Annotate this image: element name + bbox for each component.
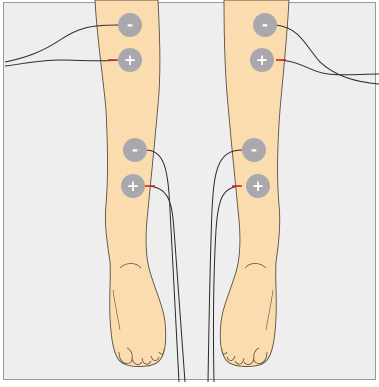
electrode-positive-symbol: + [124,51,137,69]
electrode-left-thigh-negative: - [118,13,142,37]
electrode-right-thigh-positive: + [250,48,274,72]
electrode-right-thigh-negative: - [253,13,277,37]
electrode-right-shin-positive: + [246,174,270,198]
electrode-positive-symbol: + [256,51,269,69]
electrode-left-shin-positive: + [121,174,145,198]
electrode-negative-symbol: - [251,141,257,159]
electrode-negative-symbol: - [127,16,133,34]
electrode-right-shin-negative: - [242,138,266,162]
electrode-left-thigh-positive: + [118,48,142,72]
electrode-left-shin-negative: - [123,138,147,162]
electrode-negative-symbol: - [132,141,138,159]
electrode-positive-symbol: + [252,177,265,195]
background-panel [4,3,376,380]
electrode-negative-symbol: - [262,16,268,34]
electrode-positive-symbol: + [127,177,140,195]
